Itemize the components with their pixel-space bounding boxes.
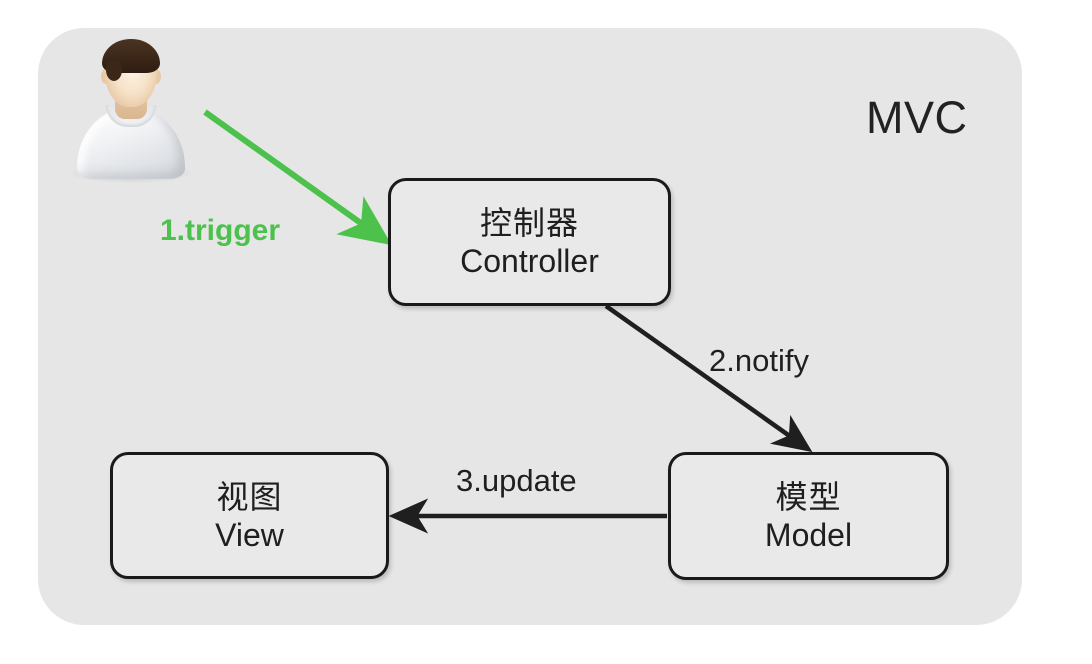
node-view-cn: 视图 [216,478,283,515]
edge-label-trigger: 1.trigger [160,214,281,247]
edge-label-notify: 2.notify [709,343,809,378]
node-view-en: View [215,516,284,553]
node-model-cn: 模型 [775,479,842,515]
diagram-title: MVC [866,92,968,143]
edge-label-update: 3.update [456,463,577,498]
node-controller-en: Controller [460,243,599,279]
person-icon [63,33,199,189]
node-controller[interactable]: 控制器 Controller [388,178,671,306]
node-model[interactable]: 模型 Model [668,452,949,580]
node-controller-cn: 控制器 [479,205,579,241]
node-model-en: Model [764,517,853,553]
node-view[interactable]: 视图 View [110,452,389,579]
avatar-hair [102,39,160,81]
